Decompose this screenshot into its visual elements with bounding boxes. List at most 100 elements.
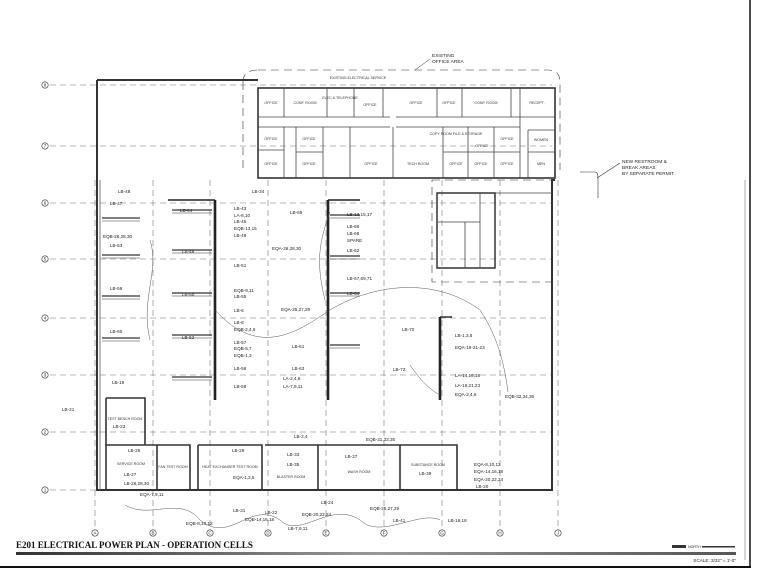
- title-block: E201 ELECTRICAL POWER PLAN - OPERATION C…: [16, 540, 736, 563]
- circuit-label: LB-70: [402, 327, 415, 332]
- office-room-label: CONF. ROOM: [475, 101, 498, 105]
- circuit-label: EQA-8,10,12: [474, 462, 501, 467]
- circuit-label: LA-7,9,11: [283, 384, 303, 389]
- office-room-label: RECEPT.: [529, 101, 544, 105]
- circuit-label: LA-14,16,18: [455, 373, 480, 378]
- circuit-label: EQA-7,9,11: [140, 492, 164, 497]
- circuit-label: EQB-1,3: [234, 353, 252, 358]
- grid-col-label: G: [440, 531, 444, 536]
- north-arrow-icon: [672, 545, 686, 548]
- office-room-label: OFFICE: [364, 162, 378, 166]
- circuit-label: SPARE: [347, 238, 362, 243]
- note-restroom-3: BY SEPARATE PERMIT: [622, 171, 674, 177]
- grid-bubble: [322, 529, 330, 537]
- grid-row-label: 8: [44, 83, 47, 88]
- office-room-label: OFFICE: [475, 144, 489, 148]
- circuit-label: EQB-32,34,36: [505, 394, 535, 399]
- circuit-label: LB-6: [234, 308, 244, 313]
- circuit-label: LB-1,3,5: [455, 333, 473, 338]
- cell-room-label: BLASTER ROOM: [277, 475, 306, 479]
- office-room-label: OFFICE: [500, 137, 514, 141]
- circuit-label: LB-45: [234, 219, 247, 224]
- office-room-label: TECH ROOM: [407, 162, 429, 166]
- circuit-label: LB-37: [345, 454, 358, 459]
- circuit-label: LB-46: [182, 249, 195, 254]
- grid-col-label: A: [93, 531, 96, 536]
- note-existing-office: EXISTING: [432, 53, 455, 59]
- grid-col-label: D: [266, 531, 270, 536]
- office-room-label: WOMEN: [534, 138, 549, 142]
- office-room-label: OFFICE: [302, 137, 316, 141]
- circuit-label: EQB-5,7: [234, 346, 252, 351]
- grid-bubble: [91, 529, 99, 537]
- circuit-label: EQB-20,22,24: [302, 512, 332, 517]
- existing-office-area: [242, 69, 561, 179]
- circuit-label: LB-8: [234, 320, 244, 325]
- circuit-wiring: [124, 211, 509, 528]
- note-restroom-2: BREAK AREAS: [622, 165, 656, 171]
- circuit-label: LB-20: [476, 484, 489, 489]
- circuit-label: LB-67,69,71: [347, 276, 372, 281]
- fixtures: [102, 209, 360, 381]
- north-label: NORTH: [688, 545, 701, 549]
- circuit-label: LB-68: [347, 231, 360, 236]
- grid-col-label: E: [324, 531, 327, 536]
- circuit-label: EQB-25,27,29: [370, 506, 400, 511]
- circuit-label: LA-8,10: [234, 213, 251, 218]
- circuit-label: EQB-26,28,30: [103, 234, 133, 239]
- cell-room-label: FAN TEST ROOM: [158, 465, 187, 469]
- grid-row-label: 6: [44, 201, 47, 206]
- circuit-label: LA-19,21,23: [455, 383, 480, 388]
- note-restroom: NEW RESTROOM &: [622, 159, 668, 165]
- circuit-label: EQA-26,28,30: [272, 246, 302, 251]
- circuit-label: LB-43: [234, 206, 247, 211]
- grid-bubble: [41, 371, 49, 379]
- circuit-label: LB-63: [292, 366, 305, 371]
- circuit-label: LA-2,4,6: [283, 376, 301, 381]
- grid-bubble: [41, 428, 49, 436]
- circuit-label: LB-44: [180, 208, 193, 213]
- grid-row-label: 3: [44, 373, 47, 378]
- circuit-label: EQB-9,11: [234, 288, 254, 293]
- sheet-border: [0, 0, 751, 568]
- office-room-label: OFFICE: [449, 162, 463, 166]
- circuit-label: LB-23: [113, 424, 126, 429]
- circuit-label: LB-34: [252, 189, 265, 194]
- circuit-label: LB-2,4: [294, 434, 308, 439]
- office-room-label: OFFICE: [264, 162, 278, 166]
- office-room-label: OFFICE: [363, 103, 377, 107]
- grid-col-label: F: [383, 531, 386, 536]
- circuit-label: LB-21: [62, 407, 75, 412]
- circuit-label: LB-19: [112, 380, 125, 385]
- circuit-label: LB-24: [321, 500, 334, 505]
- grid-col-label: J: [557, 531, 559, 536]
- notes: EXISTING OFFICE AREA EXISTING ELECTRICAL…: [330, 53, 674, 198]
- grid-bubble: [264, 529, 272, 537]
- circuit-label: LB-48: [118, 189, 131, 194]
- grid-bubble: [41, 255, 49, 263]
- grid-row-label: 2: [44, 430, 47, 435]
- circuit-label: LB-59: [110, 286, 123, 291]
- grid-bubble: [206, 529, 214, 537]
- cell-room-label: HEAT EXCHANGER TEST ROOM: [202, 465, 257, 469]
- circuit-label: LB-72: [393, 367, 406, 372]
- grid-bubble: [41, 142, 49, 150]
- circuit-label: LB-16,18: [448, 518, 467, 523]
- title-underline: [16, 552, 736, 555]
- circuit-label: LB-66: [347, 224, 360, 229]
- office-room-label: ELEC & TELEPHONE: [322, 96, 358, 100]
- circuit-label: EQB-31,33,35: [366, 437, 396, 442]
- cell-room-label: WASH ROOM: [348, 470, 371, 474]
- circuit-label: LB-53: [110, 243, 123, 248]
- note-existing-office-2: OFFICE AREA: [432, 59, 465, 65]
- circuit-label: LB-55: [234, 294, 247, 299]
- grid-bubble: [380, 529, 388, 537]
- building-walls: [96, 79, 555, 491]
- circuit-label: LB-29: [232, 448, 245, 453]
- grid-bubble: [41, 314, 49, 322]
- circuit-label: LB-7,9,11: [288, 526, 308, 531]
- grid-col-label: C: [208, 531, 212, 536]
- grid-bubble: [496, 529, 504, 537]
